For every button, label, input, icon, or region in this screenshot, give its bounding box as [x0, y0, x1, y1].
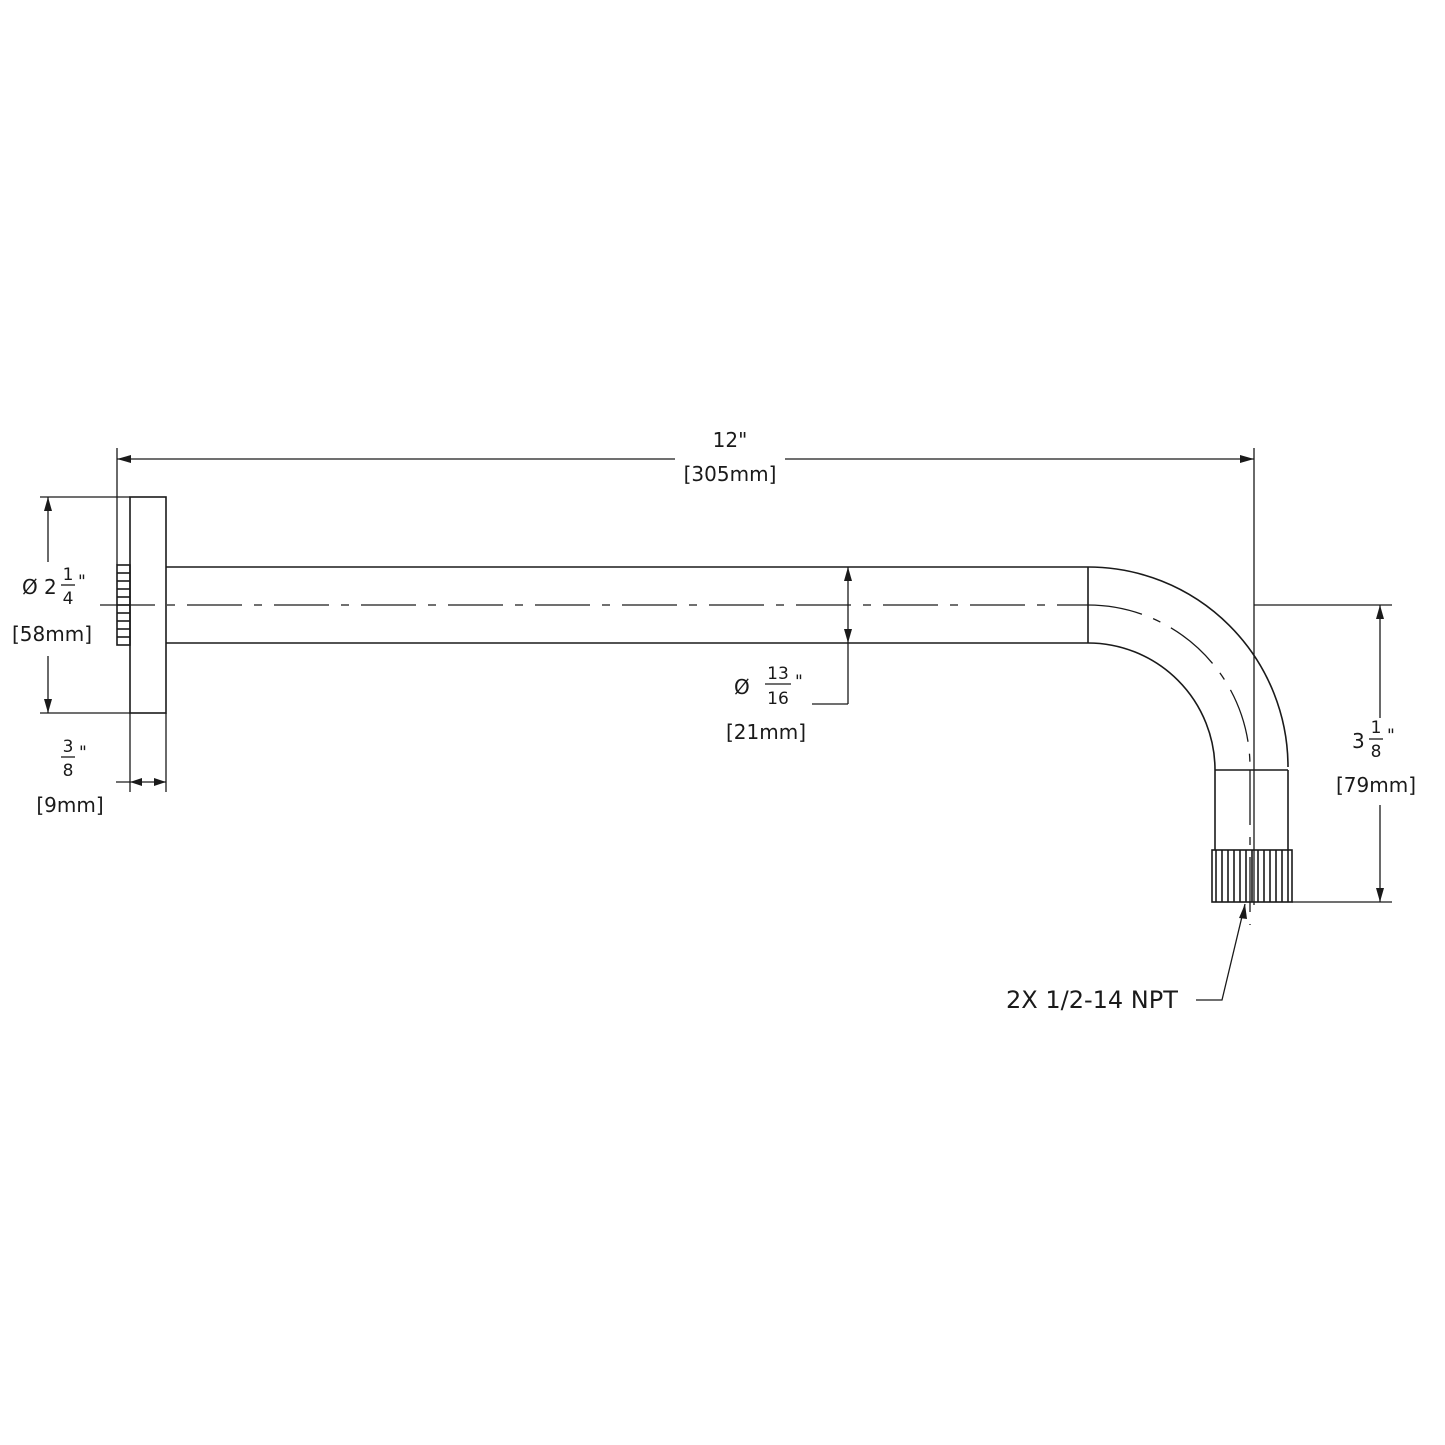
drop-height-numerator: 1 [1371, 718, 1382, 738]
overall-length-metric: [305mm] [684, 462, 777, 486]
flange-diameter-inch-mark: " [78, 572, 86, 592]
pipe-diameter-denominator: 16 [767, 689, 789, 709]
pipe-diameter-metric: [21mm] [726, 720, 806, 744]
pipe-diameter-inch-mark: " [795, 672, 803, 692]
flange-thickness-denominator: 8 [63, 761, 74, 781]
pipe-diameter-dimension: Ø 13 16 " [21mm] [726, 567, 852, 744]
flange-thickness-numerator: 3 [63, 737, 74, 757]
pipe-bend [1087, 566, 1289, 771]
vertical-drop [1214, 770, 1289, 850]
overall-length-dimension: 12" [305mm] [116, 428, 1255, 905]
drop-height-denominator: 8 [1371, 742, 1382, 762]
flange-diameter-whole: 2 [44, 575, 57, 599]
thread-callout-text: 2X 1/2-14 NPT [1006, 986, 1178, 1014]
flange-diameter-denominator: 4 [63, 589, 74, 609]
drop-height-whole: 3 [1352, 729, 1365, 753]
flange-diameter-numerator: 1 [63, 565, 74, 585]
pipe-diameter-symbol: Ø [734, 675, 750, 699]
diameter-symbol: Ø [22, 575, 38, 599]
overall-length-imperial: 12" [713, 428, 748, 452]
shower-arm-part [100, 496, 1293, 925]
flange-thickness-dimension: 3 8 " [9mm] [36, 713, 167, 817]
thread-callout: 2X 1/2-14 NPT [1006, 903, 1247, 1014]
flange-diameter-dimension: Ø 2 1 4 " [58mm] [12, 496, 130, 714]
flange-thickness-metric: [9mm] [36, 793, 103, 817]
drop-height-inch-mark: " [1387, 726, 1395, 746]
drop-height-metric: [79mm] [1336, 773, 1416, 797]
drop-height-dimension: 3 1 8 " [79mm] [1254, 604, 1416, 903]
flange-thickness-inch-mark: " [79, 743, 87, 763]
flange-diameter-metric: [58mm] [12, 622, 92, 646]
outlet-thread [1211, 849, 1293, 903]
pipe-diameter-numerator: 13 [767, 664, 789, 684]
